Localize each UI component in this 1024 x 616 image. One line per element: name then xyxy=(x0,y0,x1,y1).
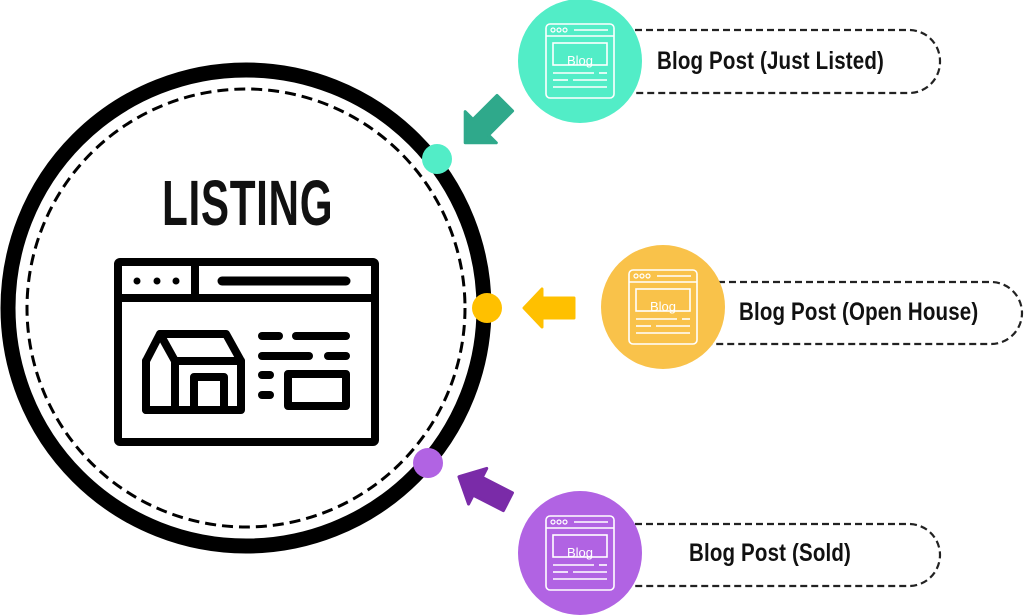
node-label-open-house: Blog Post (Open House) xyxy=(739,298,979,326)
node-label-sold: Blog Post (Sold) xyxy=(689,539,852,567)
connector-dot-sold xyxy=(413,448,443,478)
blog-icon-text: Blog xyxy=(567,53,593,68)
pill-open-house xyxy=(641,280,1024,346)
arrow-sold-icon xyxy=(457,466,514,513)
connector-dot-just-listed xyxy=(422,144,452,174)
inner-dashed-ring xyxy=(25,87,467,529)
blog-icon-text: Blog xyxy=(567,545,593,560)
outer-ring xyxy=(0,62,492,554)
listing-browser-house-icon xyxy=(114,258,379,446)
connector-dot-open-house xyxy=(472,293,502,323)
node-sold: Blog xyxy=(518,491,642,615)
node-open-house: Blog xyxy=(601,245,725,369)
listing-title: LISTING xyxy=(162,167,334,239)
arrow-just-listed-icon xyxy=(463,93,515,145)
blog-icon-text: Blog xyxy=(650,299,676,314)
node-label-just-listed: Blog Post (Just Listed) xyxy=(657,47,885,75)
listing-hub xyxy=(0,62,492,554)
node-just-listed: Blog xyxy=(518,0,642,123)
arrow-open-house-icon xyxy=(522,287,576,329)
